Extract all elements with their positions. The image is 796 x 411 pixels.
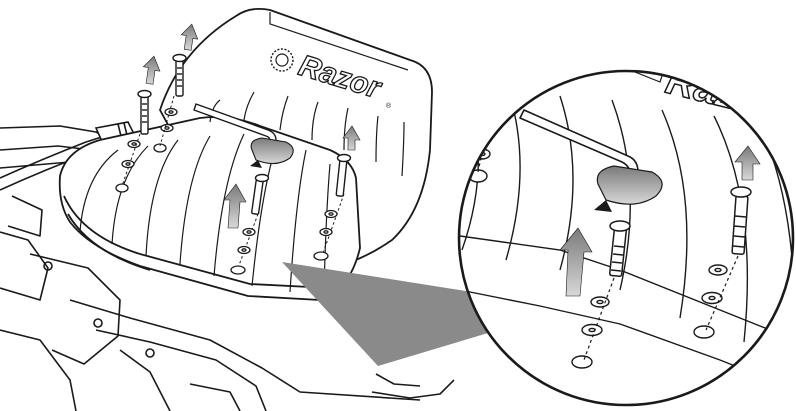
bolt-left-front bbox=[172, 53, 187, 97]
bolt-icon bbox=[730, 186, 752, 255]
bolt-left-back bbox=[137, 89, 152, 135]
registered-mark: ® bbox=[386, 102, 392, 110]
guide-dash-lines bbox=[121, 95, 345, 269]
zoom-callout: Raz bbox=[457, 69, 795, 407]
rotation-arrow-icon bbox=[250, 137, 294, 168]
up-arrow-icon bbox=[559, 145, 761, 297]
zoom-pointer bbox=[282, 262, 498, 366]
washer-icon bbox=[115, 107, 178, 193]
kart-frame bbox=[0, 125, 455, 411]
rotation-arrow-icon bbox=[594, 165, 663, 212]
bolt-icon bbox=[608, 220, 631, 278]
bolt-right bbox=[335, 153, 352, 197]
washer-icon bbox=[230, 209, 338, 275]
up-arrow-icon bbox=[142, 23, 361, 229]
razor-logo-icon bbox=[629, 71, 665, 83]
bolt-center bbox=[251, 173, 270, 215]
